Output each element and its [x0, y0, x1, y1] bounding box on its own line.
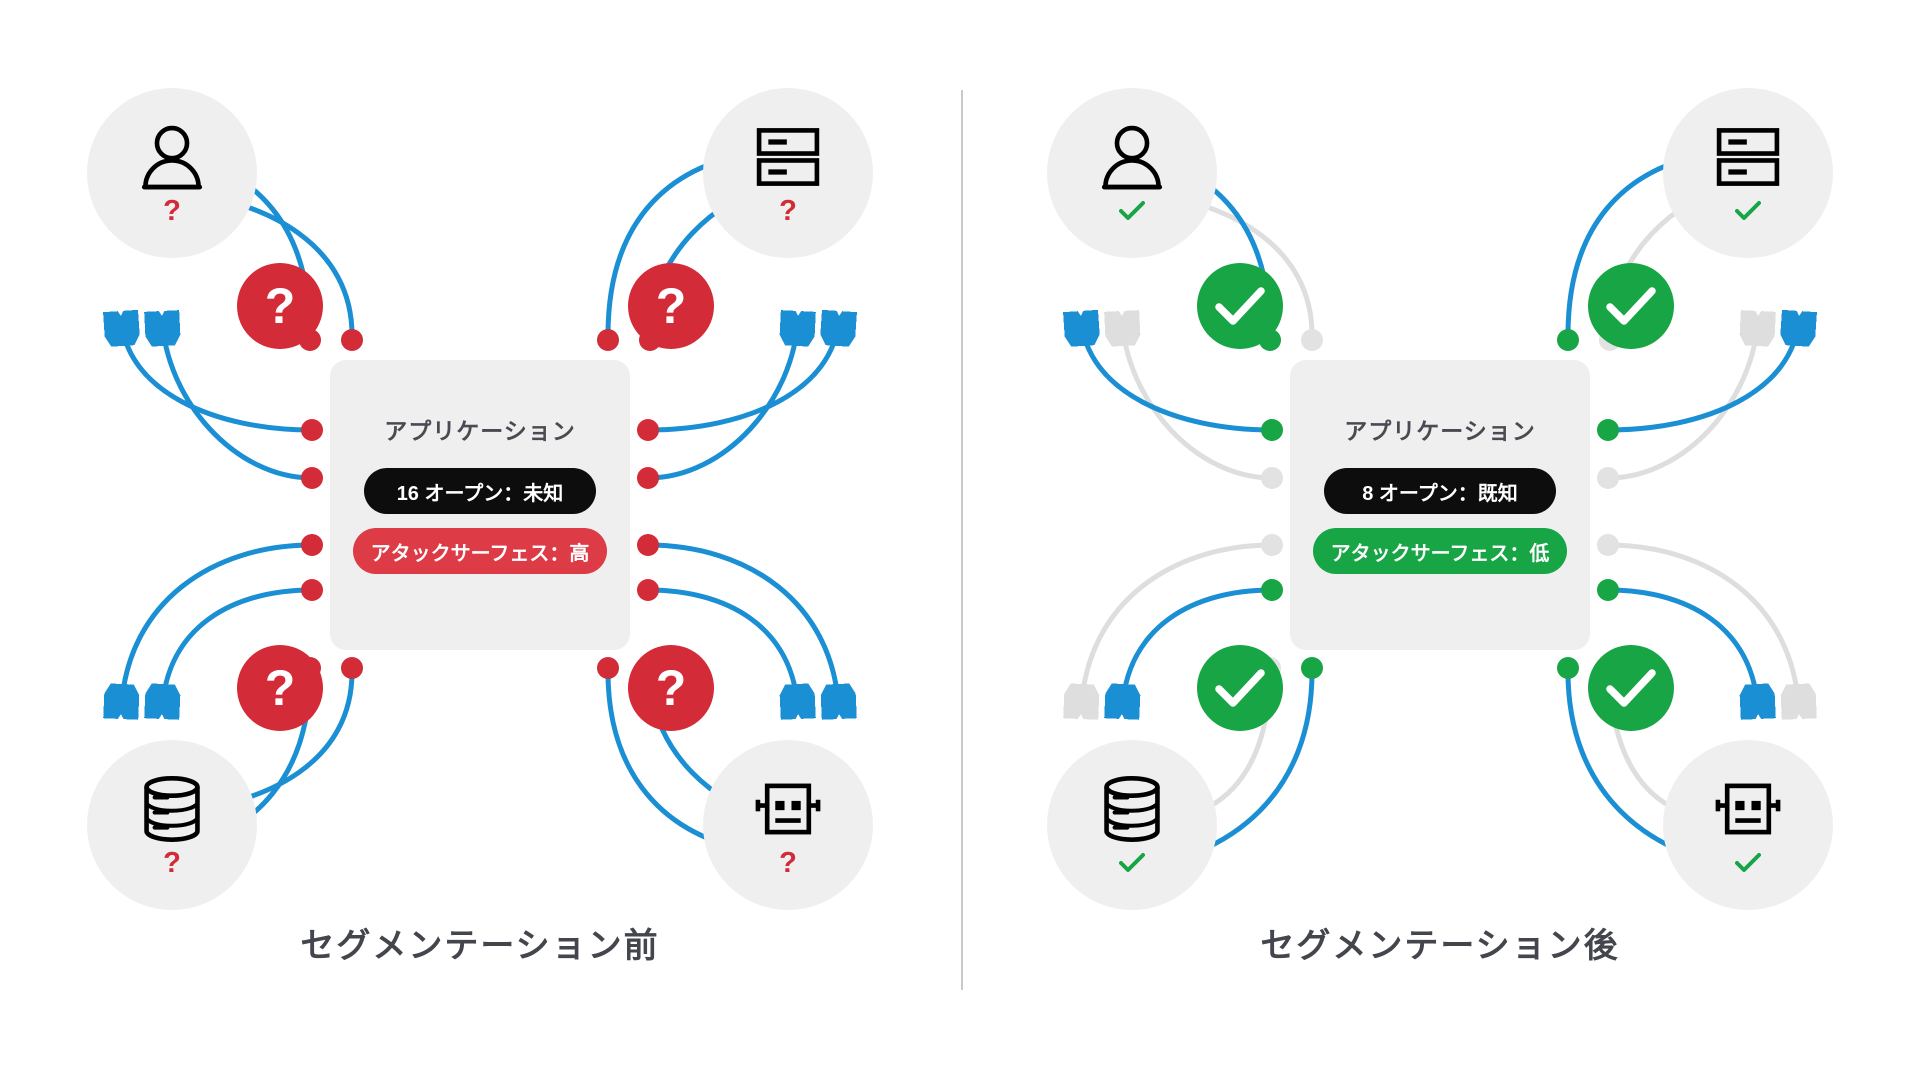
node-robot-after[interactable] [1663, 740, 1833, 910]
badge-question-bottom-left-before: ? [237, 645, 323, 731]
node-status-robot-after [1735, 848, 1761, 878]
user-icon [1101, 125, 1163, 190]
node-user-after[interactable] [1047, 88, 1217, 258]
caption-before: セグメンテーション前 [300, 927, 660, 965]
database-icon [1104, 776, 1160, 842]
node-robot-before[interactable]: ? [703, 740, 873, 910]
node-status-user-after [1119, 196, 1145, 226]
attack-surface-pill-before: アタックサーフェス：高 [352, 528, 608, 574]
badge-check-top-right-after [1588, 263, 1674, 349]
badge-question-top-right-before: ? [628, 263, 714, 349]
check-icon [1215, 669, 1265, 707]
panel-after: アプリケーション 8 オープン：既知 アタックサーフェス：低 セグメンテーション… [960, 0, 1920, 1080]
panel-divider [961, 90, 963, 990]
node-status-server-before: ? [779, 194, 797, 227]
node-status-server-after [1735, 196, 1761, 226]
panel-before: ? ? ? [87, 88, 873, 965]
caption-after: セグメンテーション後 [1260, 927, 1620, 965]
check-icon [1606, 287, 1656, 325]
check-icon [1119, 853, 1145, 872]
node-status-database-after [1119, 848, 1145, 878]
application-card-before: アプリケーション 16 オープン：未知 アタックサーフェス：高 [330, 360, 630, 650]
check-icon [1606, 669, 1656, 707]
node-server-before[interactable]: ? [703, 88, 873, 258]
server-icon [756, 128, 820, 186]
node-database-before[interactable]: ? [87, 740, 257, 910]
check-icon [1735, 853, 1761, 872]
node-user-before[interactable]: ? [87, 88, 257, 258]
badge-symbol: ? [264, 278, 296, 334]
node-server-after[interactable] [1663, 88, 1833, 258]
open-ports-pill-before: 16 オープン：未知 [364, 468, 596, 514]
node-status-robot-before: ? [779, 846, 797, 879]
user-icon [141, 125, 203, 190]
node-database-after[interactable] [1047, 740, 1217, 910]
node-status-user-before: ? [163, 194, 181, 227]
database-icon [144, 776, 200, 842]
badge-question-bottom-right-before: ? [628, 645, 714, 731]
check-icon [1735, 201, 1761, 220]
robot-icon [1715, 783, 1781, 835]
attack-surface-pill-after: アタックサーフェス：低 [1312, 528, 1568, 574]
node-status-database-before: ? [163, 846, 181, 879]
robot-icon [755, 783, 821, 835]
check-icon [1119, 201, 1145, 220]
badge-question-top-left-before: ? [237, 263, 323, 349]
badge-symbol: ? [655, 660, 687, 716]
application-card-after: アプリケーション 8 オープン：既知 アタックサーフェス：低 [1290, 360, 1590, 650]
server-icon [1716, 128, 1780, 186]
badge-check-top-left-after [1197, 263, 1283, 349]
badge-symbol: ? [655, 278, 687, 334]
check-icon [1215, 287, 1265, 325]
badge-check-bottom-left-after [1197, 645, 1283, 731]
application-card-title: アプリケーション [1344, 418, 1536, 444]
application-card-title: アプリケーション [384, 418, 576, 444]
badge-symbol: ? [264, 660, 296, 716]
open-ports-pill-after: 8 オープン：既知 [1324, 468, 1556, 514]
badge-check-bottom-right-after [1588, 645, 1674, 731]
